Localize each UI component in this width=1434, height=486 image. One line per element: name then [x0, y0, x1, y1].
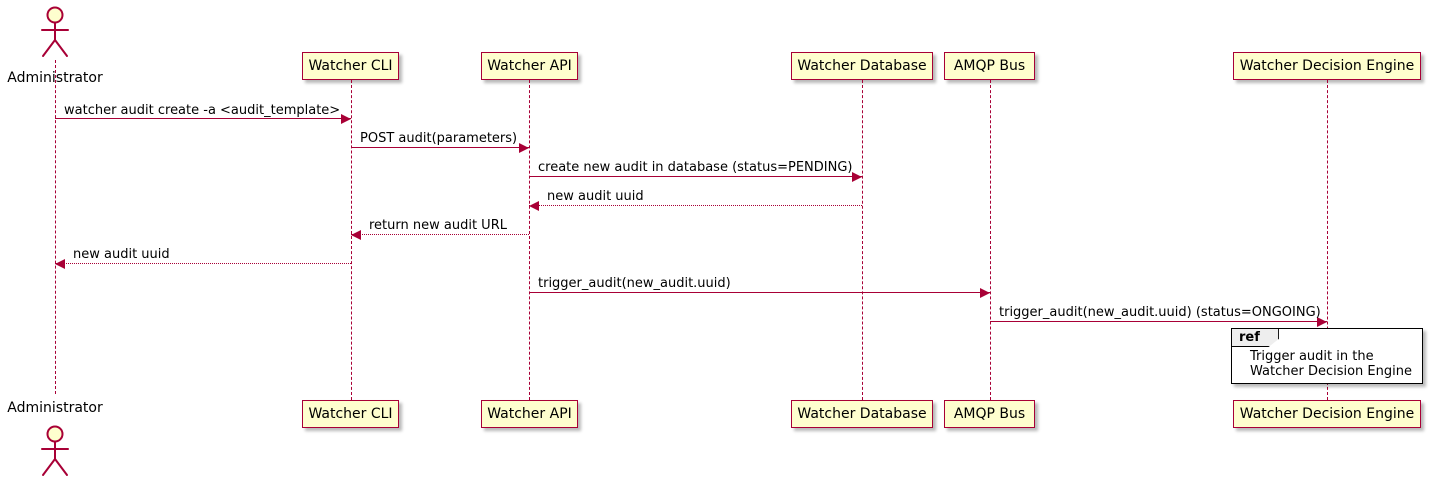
message-label-m6: new audit uuid [73, 247, 170, 262]
message-arrowhead-m6 [55, 259, 65, 269]
actor-label-bottom-administrator: Administrator [7, 400, 103, 416]
message-arrowhead-m7 [980, 288, 990, 298]
message-arrowhead-m1 [341, 114, 351, 124]
participant-header-watcher-db[interactable]: Watcher Database [791, 52, 933, 80]
actor-figure-icon [41, 425, 69, 476]
message-label-m8: trigger_audit(new_audit.uuid) (status=ON… [999, 305, 1321, 320]
message-label-m2: POST audit(parameters) [360, 131, 518, 146]
message-label-m4: new audit uuid [547, 189, 644, 204]
message-line-m4 [529, 205, 862, 206]
message-line-m5 [351, 234, 529, 235]
message-label-m7: trigger_audit(new_audit.uuid) [538, 276, 731, 291]
message-line-m2 [351, 147, 529, 148]
participant-footer-watcher-cli[interactable]: Watcher CLI [302, 400, 399, 428]
message-line-m6 [55, 263, 351, 264]
message-line-m3 [529, 176, 862, 177]
participant-header-amqp-bus[interactable]: AMQP Bus [944, 52, 1035, 80]
message-label-m1: watcher audit create -a <audit_template> [64, 103, 341, 118]
actor-bottom-administrator [30, 425, 80, 477]
lifeline-watcher-de [1327, 80, 1328, 400]
participant-footer-watcher-api[interactable]: Watcher API [481, 400, 578, 428]
message-line-m8 [990, 321, 1327, 322]
message-label-m3: create new audit in database (status=PEN… [538, 160, 853, 175]
message-line-m1 [55, 118, 351, 119]
message-arrowhead-m8 [1317, 317, 1327, 327]
fragment-body-ref-trigger-audit: Trigger audit in the Watcher Decision En… [1250, 349, 1412, 379]
actor-label-top-administrator: Administrator [7, 70, 103, 86]
participant-footer-watcher-db[interactable]: Watcher Database [791, 400, 933, 428]
message-arrowhead-m2 [519, 143, 529, 153]
actor-figure-icon [41, 6, 69, 57]
lifeline-watcher-cli [351, 80, 352, 400]
participant-footer-watcher-de[interactable]: Watcher Decision Engine [1233, 400, 1421, 428]
actor-top-administrator [30, 6, 80, 58]
message-arrowhead-m4 [529, 201, 539, 211]
lifeline-administrator [55, 60, 56, 394]
message-arrowhead-m3 [852, 172, 862, 182]
lifeline-watcher-db [862, 80, 863, 400]
fragment-tab-ref-trigger-audit: ref [1232, 329, 1279, 347]
participant-header-watcher-de[interactable]: Watcher Decision Engine [1233, 52, 1421, 80]
participant-header-watcher-api[interactable]: Watcher API [481, 52, 578, 80]
participant-footer-amqp-bus[interactable]: AMQP Bus [944, 400, 1035, 428]
participant-header-watcher-cli[interactable]: Watcher CLI [302, 52, 399, 80]
message-arrowhead-m5 [351, 230, 361, 240]
lifeline-watcher-api [529, 80, 530, 400]
message-label-m5: return new audit URL [369, 218, 507, 233]
message-line-m7 [529, 292, 990, 293]
lifeline-amqp-bus [990, 80, 991, 400]
